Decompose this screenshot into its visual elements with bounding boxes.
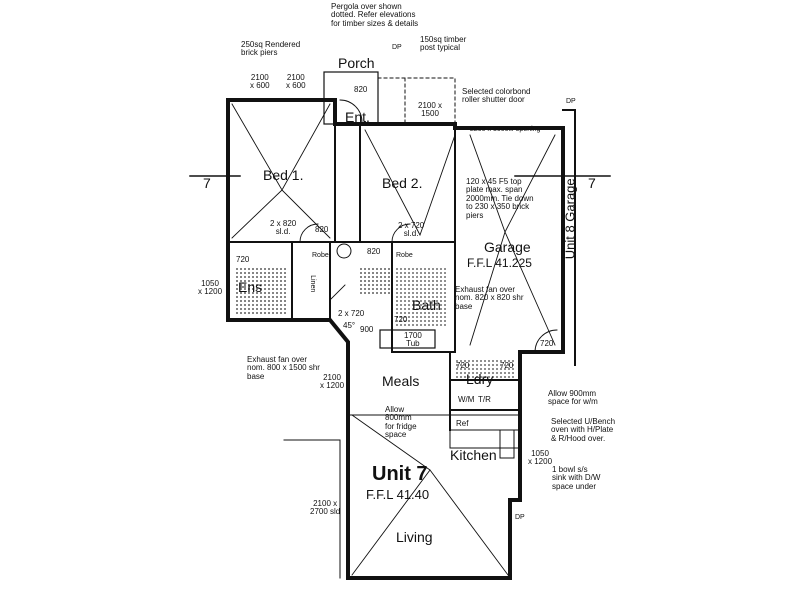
unit-ffl: F.F.L 41.40 [366,487,430,502]
room-label-robe1: Robe [312,252,329,259]
bath-floor-tiles [395,266,447,326]
section-marker-right: 7 [588,175,596,191]
bath-shower-tiles [360,266,390,296]
door-swing [299,99,558,353]
unit8-garage-label: Unit 8 Garage [562,178,578,260]
note-plate: 120 x 45 F5 top plate max. span 2000mm. … [466,177,534,220]
label-trough: T/R [478,395,491,404]
section-marker-left: 7 [203,175,211,191]
note-ubench: Selected U/Bench oven with H/Plate & R/H… [551,417,616,443]
dim-sld-3: 2 x 720 [338,309,365,318]
unit8-wall [562,109,576,366]
dim-window-ens: 1050 x 1200 [198,279,223,297]
laundry-tiles [455,360,515,378]
note-timber-post: 150sq timber post typical [420,35,467,53]
ensuite-shower-tiles [234,268,288,316]
room-label-ent: Ent. [345,109,370,125]
label-downpipe-2: DP [515,514,525,521]
dim-door-ens: 720 [236,255,250,264]
room-label-robe2: Robe [396,252,413,259]
note-wm-space: Allow 900mm space for w/m [548,389,598,407]
dim-window-kitchen: 1050 x 1200 [528,449,553,467]
sink [499,429,515,459]
dim-sld-2: 2 x 720 sl.d. [398,221,425,239]
dim-window-1: 2100 x 600 [250,73,270,91]
note-exhaust-ens: Exhaust fan over nom. 800 x 1500 shr bas… [247,355,320,381]
label-washing-machine: W/M [458,395,475,404]
room-label-ldry: Ldry [466,371,494,387]
dim-door-b2: 820 [367,247,381,256]
dim-door-garage: 720 [540,339,554,348]
smoke-detector [336,243,352,259]
note-roller-door: Selected colorbond roller shutter door [462,87,531,105]
room-label-garage: Garage [484,239,531,255]
tub [379,329,436,349]
note-brick-piers: 250sq Rendered brick piers [241,40,301,58]
dim-door-bath: 720 [394,315,408,324]
label-downpipe-1: DP [392,44,402,51]
label-downpipe-3: DP [566,98,576,105]
room-label-kitchen: Kitchen [450,447,497,463]
roof-hip-lines [231,103,556,576]
dim-window-meals: 2100 x 1200 [320,373,345,391]
living-slider [283,439,341,579]
dim-door-ldry-2: 720 [500,361,514,370]
room-label-meals: Meals [382,373,420,389]
dim-900: 900 [360,325,374,334]
dim-door-b1: 820 [315,225,329,234]
room-label-ens: Ens [238,279,263,295]
pergola-dotted [377,77,456,125]
dim-angle: 45° [343,321,356,330]
dim-window-2: 2100 x 600 [286,73,306,91]
garage-ffl: F.F.L 41.225 [467,256,532,270]
note-fridge-space: Allow 800mm for fridge space [385,405,417,440]
dim-tub: 1700 Tub [404,331,422,349]
kitchen-bench [449,429,521,449]
dim-door-ldry-1: 720 [456,361,470,370]
dim-door-ent: 820 [354,85,368,94]
room-label-porch: Porch [338,55,375,71]
dim-garage-opening: 2200 x 3000w opening [470,126,541,133]
external-wall [226,98,565,580]
porch-outline [323,71,379,125]
dim-sld-living: 2100 x 2700 sld [310,499,341,517]
note-exhaust-bath: Exhaust fan over nom. 820 x 820 shr base [455,285,524,311]
internal-walls [227,123,521,431]
room-label-bed1: Bed 1. [263,167,304,183]
room-label-linen: Linen [309,275,317,293]
note-pergola: Pergola over shown dotted. Refer elevati… [331,2,419,28]
room-label-bath: Bath [412,297,441,313]
room-label-living: Living [396,529,433,545]
label-fridge: Ref [456,419,469,428]
room-label-bed2: Bed 2. [382,175,423,191]
unit-title: Unit 7 [372,463,428,485]
note-sink: 1 bowl s/s sink with D/W space under [552,465,601,491]
dim-sld-1: 2 x 820 sl.d. [270,219,297,237]
dim-window-ent: 2100 x 1500 [418,101,443,119]
